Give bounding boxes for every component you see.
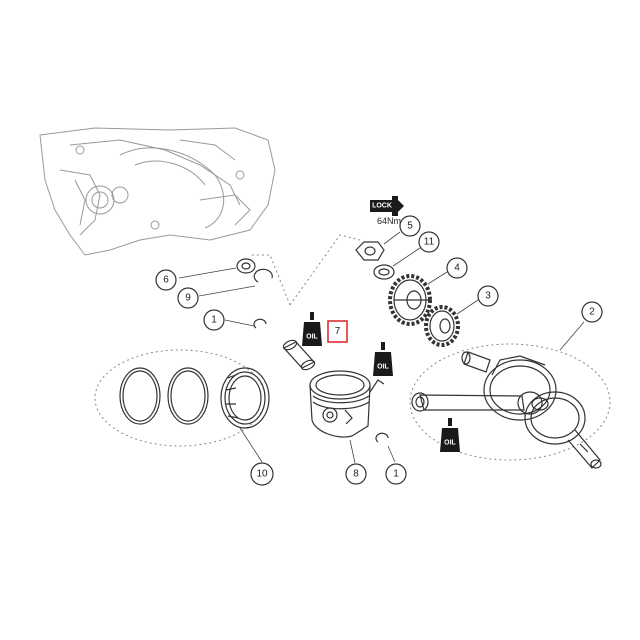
lock-badge: LOCK 64Nm — [370, 196, 404, 226]
callout-label-5: 5 — [407, 221, 413, 232]
crankshaft-outline — [409, 343, 611, 461]
oil-label-crank: OIL — [444, 440, 456, 447]
callout-circle-8 — [345, 463, 367, 485]
piston-pin-part-7: 7 — [282, 320, 348, 371]
oil-badge-crank: OIL — [440, 418, 460, 452]
callout-label-9: 9 — [185, 293, 191, 304]
callout-box-7 — [327, 320, 348, 343]
crankcase-housing — [39, 127, 276, 256]
crankshaft-part-2: 2 — [411, 301, 603, 469]
pin-clip-part-1-lower: 1 — [375, 432, 407, 485]
callout-circle-6 — [155, 269, 177, 291]
callout-label-1-lower: 1 — [393, 469, 399, 480]
bearing-part-6: 6 — [155, 258, 256, 291]
callout-circle-5 — [399, 215, 421, 237]
gear-part-4: 4 — [388, 257, 468, 326]
oil-badge-piston: OIL — [373, 342, 393, 376]
nut-part-5: 5 — [355, 215, 421, 261]
callout-circle-2 — [581, 301, 603, 323]
oil-label-pin: OIL — [306, 334, 318, 341]
piston-part-8: 8 — [309, 370, 385, 485]
washer-part-11: 11 — [373, 231, 440, 280]
gear-part-3: 3 — [424, 285, 499, 347]
callout-circle-4 — [446, 257, 468, 279]
callout-label-7: 7 — [335, 326, 341, 337]
callout-circle-9 — [177, 287, 199, 309]
circlip-part-9: 9 — [177, 268, 273, 309]
oil-label-piston: OIL — [377, 364, 389, 371]
callout-label-1-upper: 1 — [211, 315, 217, 326]
pin-clip-part-1-upper: 1 — [203, 309, 267, 331]
callout-label-11: 11 — [424, 237, 435, 248]
callout-circle-1-lower — [385, 463, 407, 485]
callout-label-8: 8 — [353, 469, 359, 480]
callout-circle-3 — [477, 285, 499, 307]
callout-label-4: 4 — [454, 263, 460, 274]
callout-circle-1-upper — [203, 309, 225, 331]
oil-badge-pin: OIL — [302, 312, 322, 346]
callout-label-3: 3 — [485, 291, 491, 302]
reference-line-nut — [289, 234, 361, 306]
torque-value: 64Nm — [377, 216, 401, 226]
callout-label-6: 6 — [163, 275, 169, 286]
lock-label: LOCK — [372, 203, 392, 210]
callout-circle-11 — [418, 231, 440, 253]
piston-rings-part-10: 10 — [119, 367, 274, 486]
callout-label-2: 2 — [589, 307, 595, 318]
callout-label-10: 10 — [256, 469, 268, 480]
callout-circle-10 — [250, 462, 274, 486]
